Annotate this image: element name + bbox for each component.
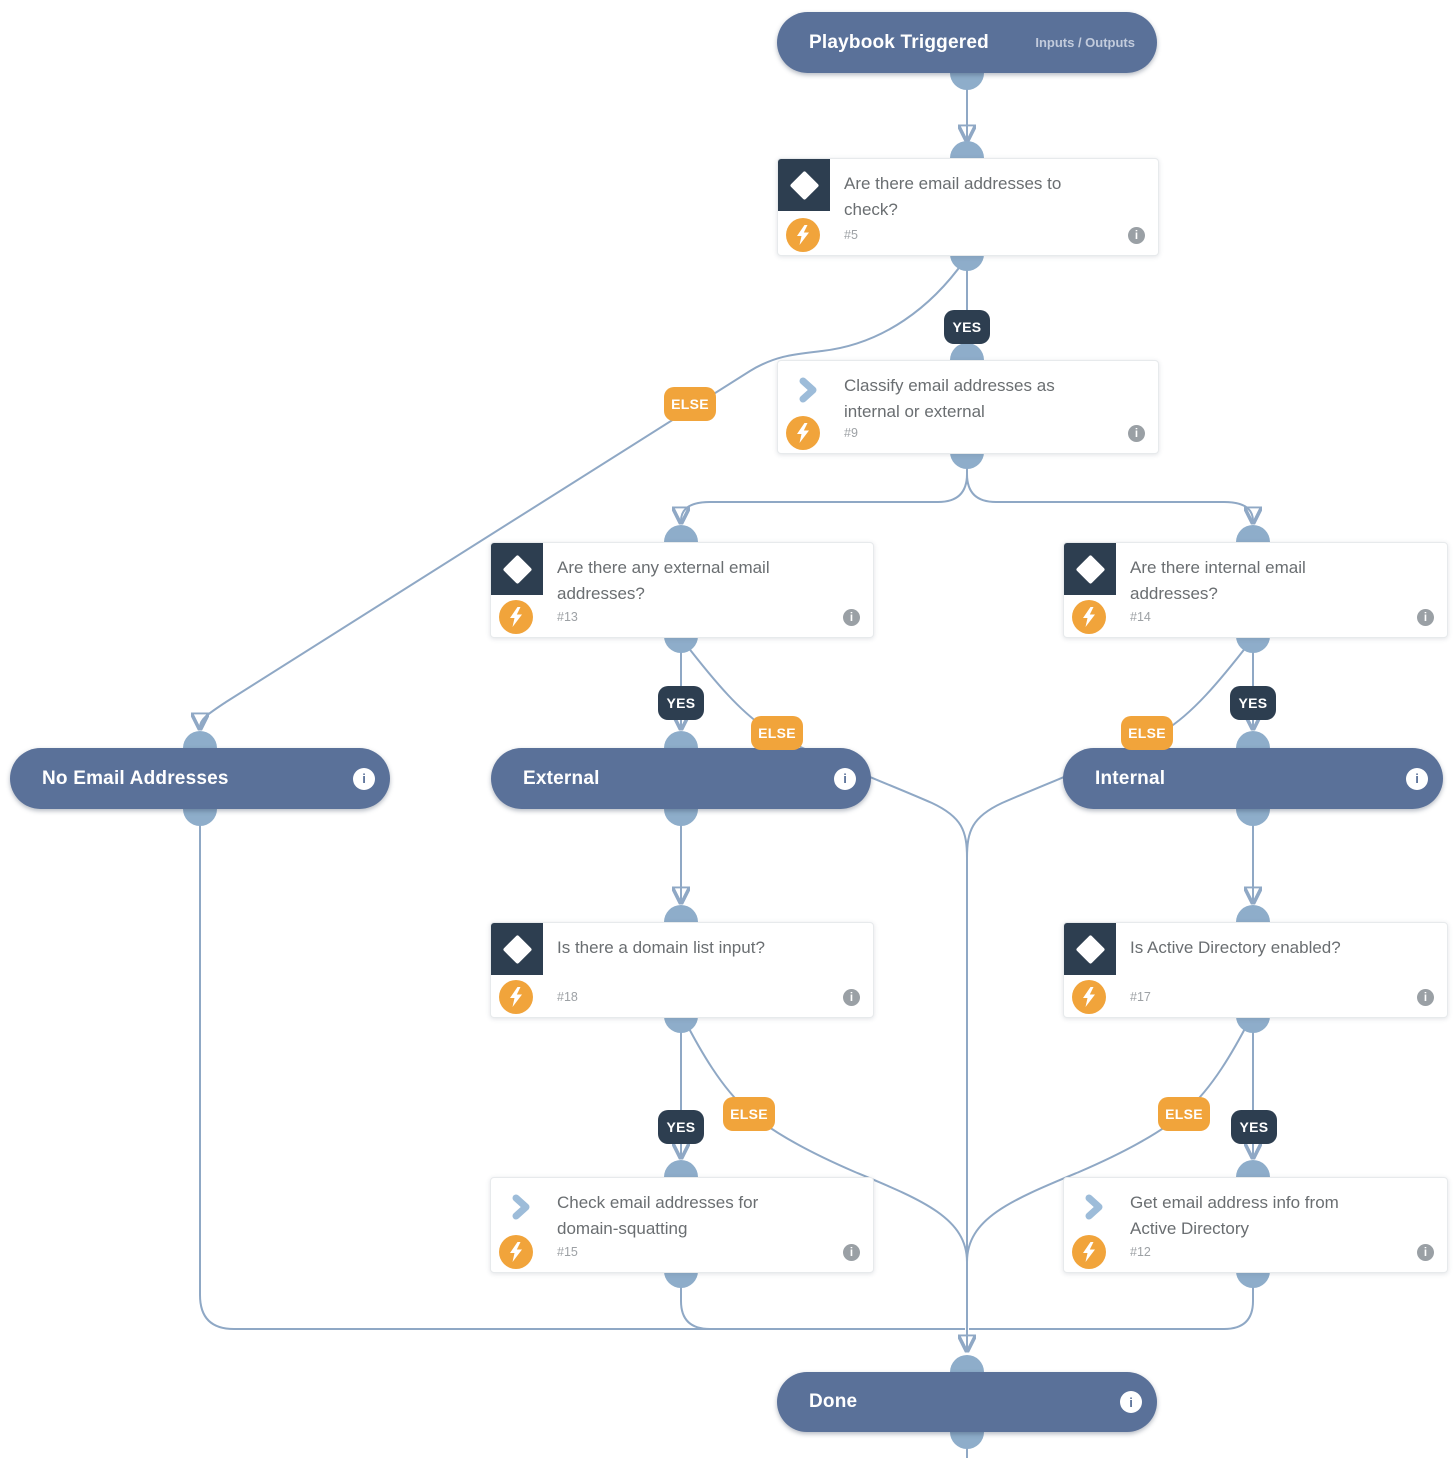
condition-diamond-icon (491, 543, 543, 595)
info-glyph: i (1423, 1246, 1428, 1259)
edge-label-else: ELSE (664, 387, 716, 421)
playbook-trigger-node[interactable]: Playbook Triggered Inputs / Outputs (777, 12, 1157, 73)
edge-label-yes: YES (658, 686, 704, 720)
task-node-15[interactable]: Check email addresses for domain-squatti… (490, 1177, 874, 1273)
task-title: Is Active Directory enabled? (1130, 938, 1341, 957)
task-node-9[interactable]: Classify email addresses as internal or … (777, 360, 1159, 454)
edge-label-yes: YES (658, 1110, 704, 1144)
edge-12-to-done (969, 1272, 1254, 1330)
info-glyph: i (849, 1246, 854, 1259)
task-title: Get email address info from Active Direc… (1130, 1193, 1339, 1238)
info-glyph: i (849, 611, 854, 624)
automation-lightning-icon (1072, 1235, 1106, 1269)
task-node-18[interactable]: Is there a domain list input? #18 i (490, 922, 874, 1018)
info-glyph: i (1129, 1394, 1133, 1410)
task-number: #17 (1130, 990, 1151, 1004)
action-chevron-icon (511, 1194, 531, 1225)
terminal-done[interactable]: Done i (777, 1372, 1157, 1432)
edge-5-else-to-no-email (200, 260, 965, 727)
section-title: No Email Addresses (42, 767, 229, 789)
automation-lightning-icon (499, 1235, 533, 1269)
info-icon[interactable]: i (1406, 767, 1428, 790)
condition-diamond-icon (491, 923, 543, 975)
section-header-external[interactable]: External i (491, 748, 871, 809)
info-icon[interactable]: i (353, 767, 375, 790)
automation-lightning-icon (1072, 980, 1106, 1014)
task-node-13[interactable]: Are there any external email addresses? … (490, 542, 874, 638)
section-header-internal[interactable]: Internal i (1063, 748, 1443, 809)
edge-no-email-to-done (199, 810, 965, 1330)
info-icon[interactable]: i (834, 767, 856, 790)
info-glyph: i (1423, 991, 1428, 1004)
section-header-no-email-addresses[interactable]: No Email Addresses i (10, 748, 390, 809)
info-glyph: i (362, 771, 366, 786)
edge-label-yes: YES (944, 310, 990, 344)
info-icon[interactable]: i (1417, 609, 1434, 626)
edge-label-else: ELSE (723, 1097, 775, 1131)
task-node-14[interactable]: Are there internal email addresses? #14 … (1063, 542, 1448, 638)
edge-label-else: ELSE (1158, 1097, 1210, 1131)
inputs-outputs-link[interactable]: Inputs / Outputs (1035, 35, 1135, 50)
task-node-5[interactable]: Are there email addresses to check? #5 i (777, 158, 1159, 256)
edge-17-else-to-done (966, 1018, 1251, 1263)
info-icon[interactable]: i (843, 609, 860, 626)
info-glyph: i (1134, 427, 1139, 440)
automation-lightning-icon (499, 600, 533, 634)
task-number: #13 (557, 610, 578, 624)
edge-label-else: ELSE (751, 716, 803, 750)
condition-diamond-icon (1064, 543, 1116, 595)
edge-15-to-done (680, 1272, 965, 1330)
info-glyph: i (1415, 771, 1419, 786)
action-chevron-icon (798, 377, 818, 408)
task-number: #18 (557, 990, 578, 1004)
automation-lightning-icon (786, 416, 820, 450)
edge-9-to-13 (681, 453, 968, 521)
task-title: Are there email addresses to check? (844, 174, 1062, 219)
condition-diamond-icon (778, 159, 830, 211)
edge-18-else-to-done (683, 1018, 968, 1263)
automation-lightning-icon (1072, 600, 1106, 634)
info-glyph: i (843, 771, 847, 786)
info-icon[interactable]: i (1128, 425, 1145, 442)
task-title: Are there any external email addresses? (557, 558, 770, 603)
automation-lightning-icon (499, 980, 533, 1014)
info-icon[interactable]: i (1120, 1391, 1142, 1413)
section-title: Internal (1095, 767, 1166, 789)
info-glyph: i (1423, 611, 1428, 624)
task-number: #12 (1130, 1245, 1151, 1259)
task-title: Check email addresses for domain-squatti… (557, 1193, 759, 1238)
task-title: Is there a domain list input? (557, 938, 765, 957)
section-title: External (523, 767, 600, 789)
task-number: #5 (844, 228, 858, 242)
task-number: #9 (844, 426, 858, 440)
action-chevron-icon (1084, 1194, 1104, 1225)
info-glyph: i (849, 991, 854, 1004)
edge-label-yes: YES (1230, 686, 1276, 720)
task-title: Are there internal email addresses? (1130, 558, 1306, 603)
info-icon[interactable]: i (843, 989, 860, 1006)
edge-label-yes: YES (1231, 1110, 1277, 1144)
info-icon[interactable]: i (1128, 227, 1145, 244)
task-number: #14 (1130, 610, 1151, 624)
info-icon[interactable]: i (1417, 989, 1434, 1006)
edge-label-else: ELSE (1121, 716, 1173, 750)
playbook-trigger-title: Playbook Triggered (809, 31, 989, 53)
info-icon[interactable]: i (1417, 1244, 1434, 1261)
edge-9-to-14 (966, 453, 1253, 521)
info-glyph: i (1134, 229, 1139, 242)
condition-diamond-icon (1064, 923, 1116, 975)
section-title: Done (809, 1391, 858, 1412)
info-icon[interactable]: i (843, 1244, 860, 1261)
task-title: Classify email addresses as internal or … (844, 376, 1055, 421)
task-node-12[interactable]: Get email address info from Active Direc… (1063, 1177, 1448, 1273)
task-number: #15 (557, 1245, 578, 1259)
automation-lightning-icon (786, 218, 820, 252)
task-node-17[interactable]: Is Active Directory enabled? #17 i (1063, 922, 1448, 1018)
